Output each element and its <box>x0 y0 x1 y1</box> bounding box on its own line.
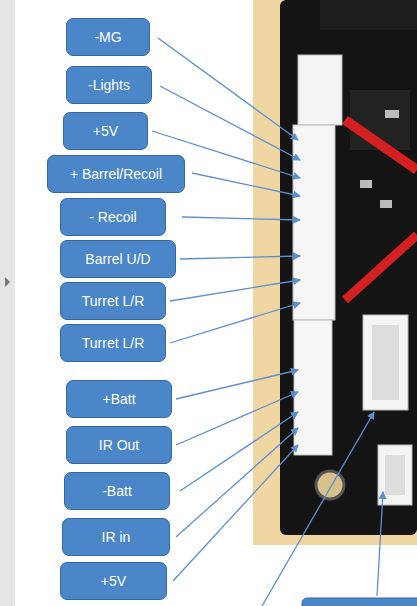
side-strip <box>0 0 15 606</box>
cut-box <box>302 598 417 606</box>
pin-label: - Recoil <box>89 209 136 225</box>
pcb <box>280 0 417 535</box>
red-wire <box>345 235 417 300</box>
label-box: +5V <box>60 562 167 600</box>
connector <box>298 55 342 125</box>
pin-label: -Batt <box>102 483 132 499</box>
pin-label: +Batt <box>102 391 135 407</box>
pin-label: Barrel U/D <box>85 251 150 267</box>
expand-arrow <box>5 277 10 287</box>
label-box: Turret L/R <box>60 324 166 362</box>
pin-label: +5V <box>101 573 126 589</box>
label-box: IR in <box>62 518 170 556</box>
leader-lines <box>152 38 383 606</box>
pin-label: IR in <box>102 529 131 545</box>
photo-ground <box>253 0 417 545</box>
label-box: - Recoil <box>60 198 166 236</box>
label-box: Turret L/R <box>60 282 166 320</box>
connector <box>363 315 408 410</box>
pin-label: -Lights <box>88 77 130 93</box>
label-box: -Batt <box>64 472 170 510</box>
connector <box>293 125 335 320</box>
mount-hole <box>316 471 344 499</box>
label-box: -MG <box>66 18 150 56</box>
label-box: + Barrel/Recoil <box>47 155 185 193</box>
label-box: +5V <box>63 112 148 150</box>
pin-label: Turret L/R <box>82 293 145 309</box>
red-wire <box>345 120 417 170</box>
label-box: -Lights <box>66 66 152 104</box>
pin-label: IR Out <box>99 437 139 453</box>
pin-label: + Barrel/Recoil <box>70 166 162 182</box>
pin-label: +5V <box>93 123 118 139</box>
pin-label: Turret L/R <box>82 335 145 351</box>
label-box: +Batt <box>66 380 172 418</box>
label-box: IR Out <box>66 426 172 464</box>
label-box: Barrel U/D <box>60 240 176 278</box>
pin-label: -MG <box>94 29 121 45</box>
connector <box>294 320 332 455</box>
